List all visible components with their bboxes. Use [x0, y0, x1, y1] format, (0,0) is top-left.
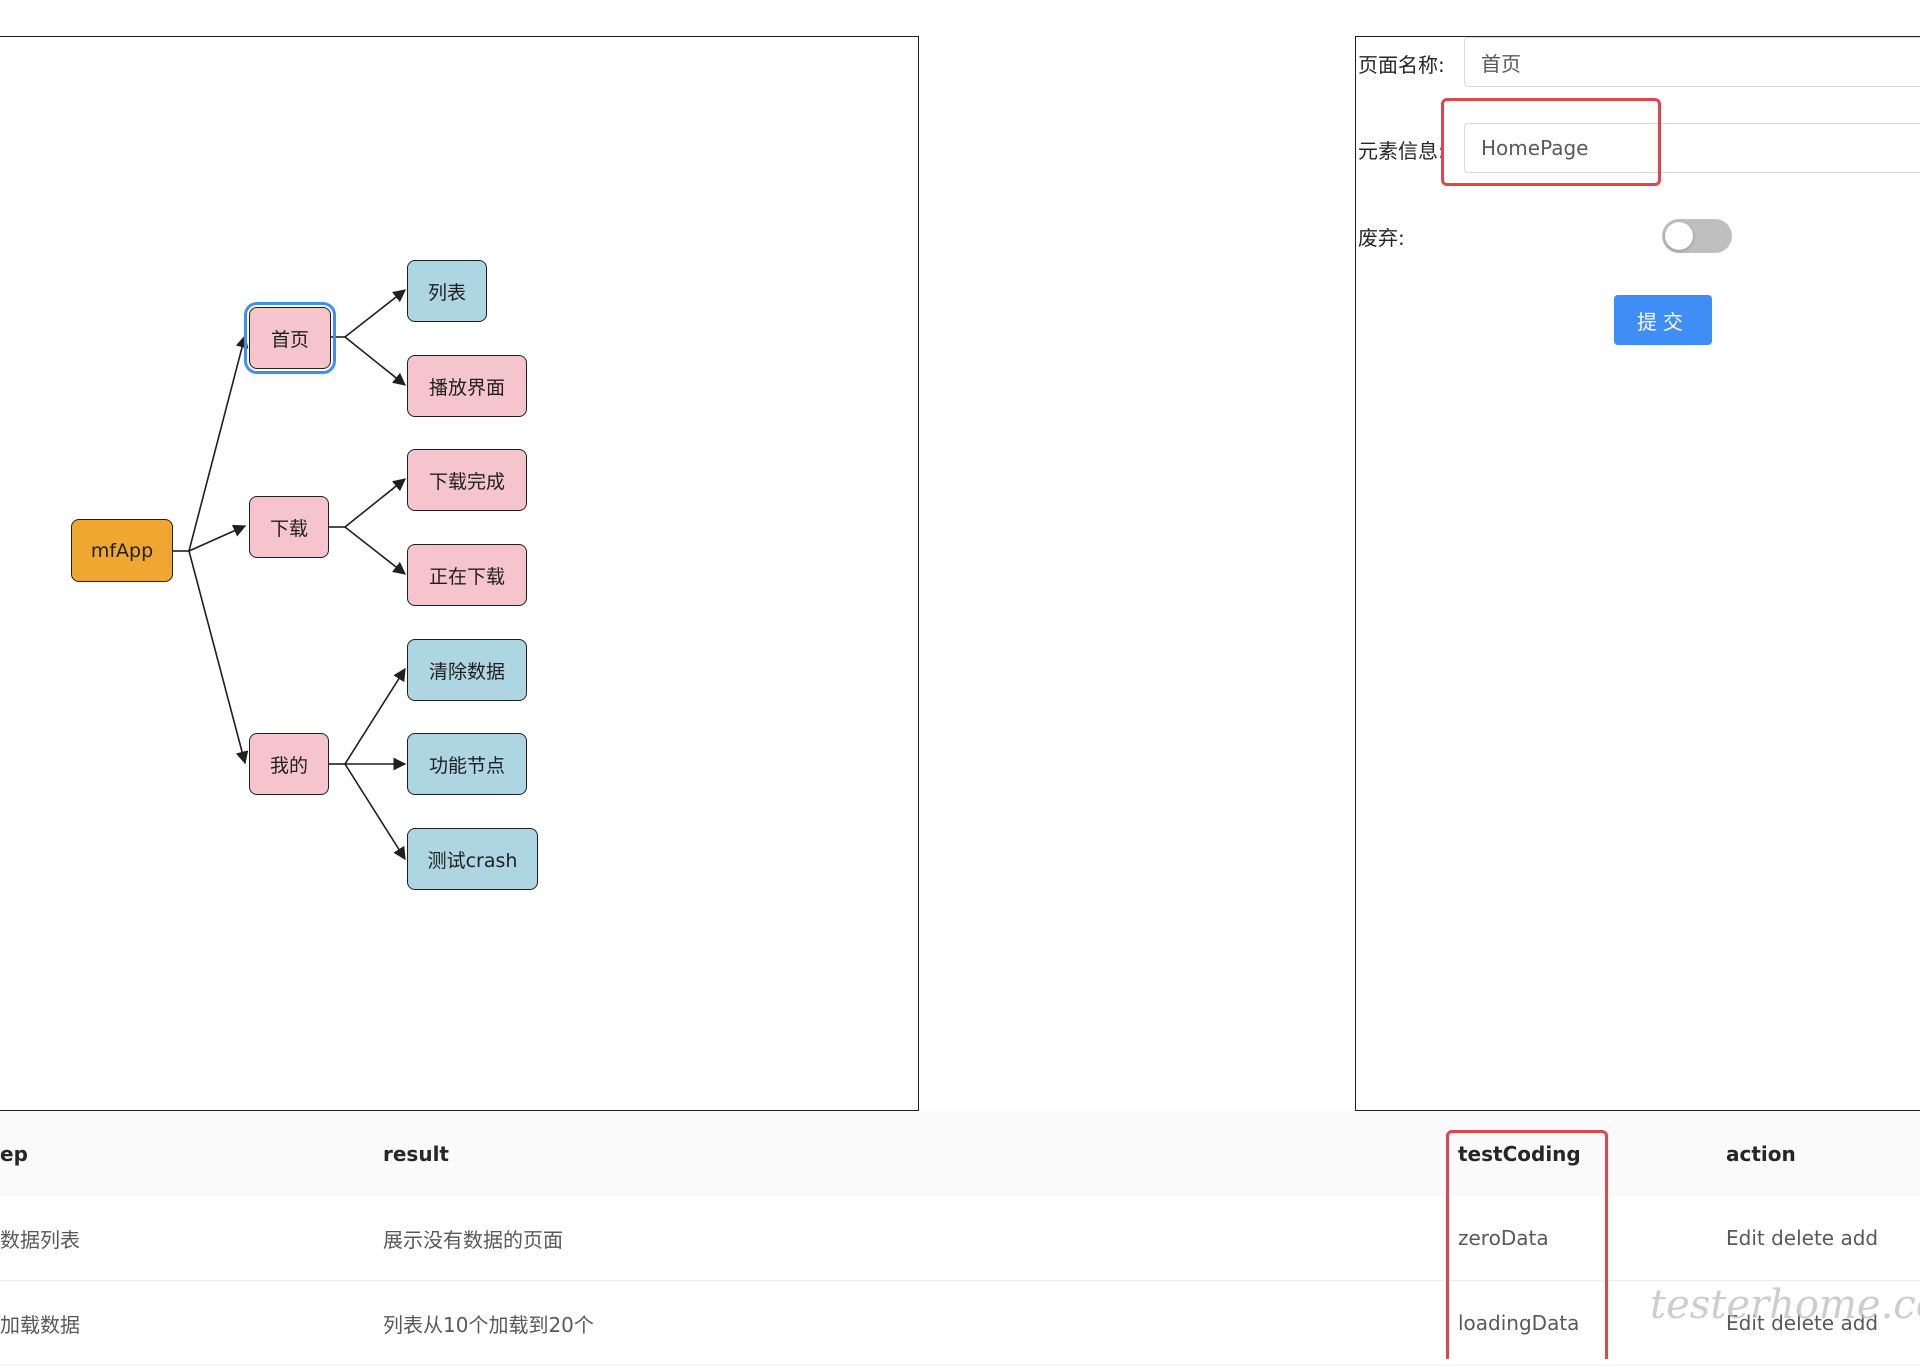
- node-downloading[interactable]: 正在下载: [407, 544, 527, 606]
- node-download[interactable]: 下载: [249, 496, 329, 558]
- watermark: testerhome.com: [1650, 1282, 1920, 1328]
- row-action-links[interactable]: Edit delete add: [1726, 1311, 1879, 1335]
- cell-testcoding: loadingData: [1458, 1311, 1580, 1335]
- table-row: 数据列表 展示没有数据的页面 zeroData Edit delete add: [0, 1196, 1920, 1281]
- node-mfapp[interactable]: mfApp: [71, 519, 173, 582]
- node-download-done[interactable]: 下载完成: [407, 449, 527, 511]
- node-home[interactable]: 首页: [244, 302, 336, 374]
- header-testcoding: testCoding: [1458, 1141, 1581, 1166]
- test-case-table: ep result testCoding action 数据列表 展示没有数据的…: [0, 1111, 1920, 1366]
- page-name-label: 页面名称:: [1358, 53, 1445, 77]
- node-player[interactable]: 播放界面: [407, 355, 527, 417]
- cell-result: 展示没有数据的页面: [383, 1227, 563, 1252]
- deprecated-label: 废弃:: [1358, 226, 1405, 250]
- mindmap-canvas[interactable]: mfApp 首页 下载 我的 列表 播放界面 下载完成 正在下载 清除数据 功能…: [0, 36, 919, 1111]
- table-row: 加载数据 列表从10个加载到20个 loadingData Edit delet…: [0, 1281, 1920, 1366]
- element-info-input[interactable]: [1464, 123, 1920, 173]
- page-name-input[interactable]: [1464, 37, 1920, 87]
- element-info-label: 元素信息:: [1358, 139, 1445, 163]
- header-step: ep: [0, 1141, 28, 1166]
- mindmap-edges: [173, 289, 407, 861]
- header-result: result: [383, 1141, 449, 1166]
- node-clear-data[interactable]: 清除数据: [407, 639, 527, 701]
- node-edit-form: 页面名称: 元素信息: 废弃: 提交: [1355, 36, 1920, 1111]
- cell-step: 数据列表: [0, 1227, 80, 1252]
- deprecated-toggle[interactable]: [1662, 219, 1732, 253]
- header-action: action: [1726, 1141, 1796, 1166]
- node-mine[interactable]: 我的: [249, 733, 329, 795]
- cell-testcoding: zeroData: [1458, 1226, 1549, 1250]
- node-function[interactable]: 功能节点: [407, 733, 527, 795]
- cell-result: 列表从10个加载到20个: [383, 1312, 594, 1337]
- cell-step: 加载数据: [0, 1312, 80, 1337]
- row-action-links[interactable]: Edit delete add: [1726, 1226, 1879, 1250]
- node-test-crash[interactable]: 测试crash: [407, 828, 538, 890]
- node-list[interactable]: 列表: [407, 260, 487, 322]
- submit-button[interactable]: 提交: [1614, 295, 1712, 345]
- toggle-knob: [1665, 222, 1693, 250]
- table-header: ep result testCoding action: [0, 1111, 1920, 1197]
